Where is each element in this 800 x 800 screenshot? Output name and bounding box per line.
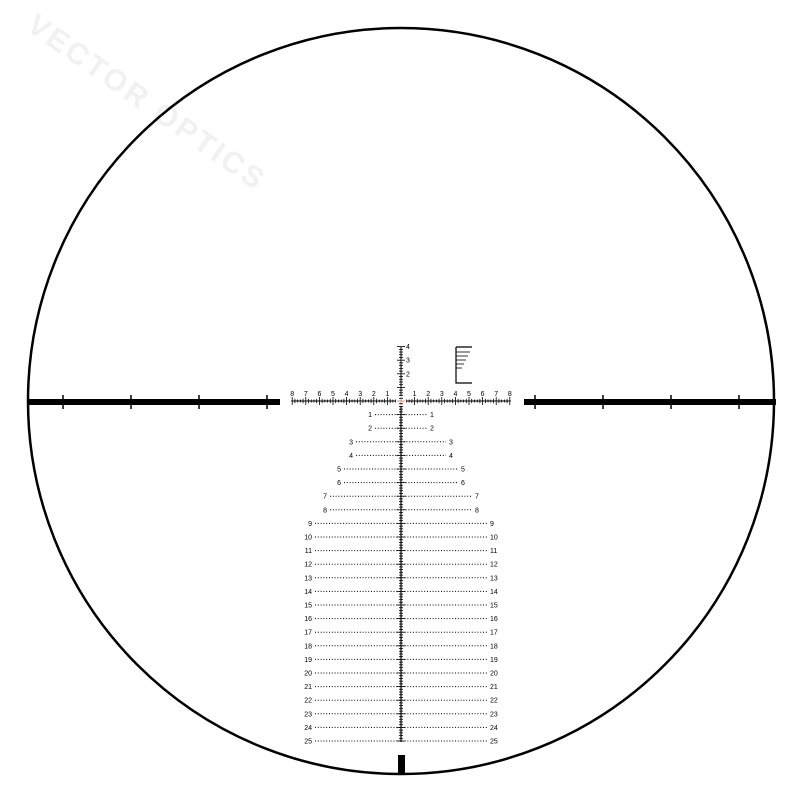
holdover-label-right: 6 [461,480,465,487]
holdover-label-left: 20 [304,671,312,678]
holdover-label-right: 5 [461,467,465,474]
horizontal-scale-label: 5 [331,391,335,398]
horizontal-scale-label: 6 [317,391,321,398]
left-thick-post [28,399,280,405]
holdover-label-right: 12 [490,562,498,569]
holdover-label-left: 8 [323,507,327,514]
holdover-label-left: 15 [304,603,312,610]
holdover-label-left: 7 [323,494,327,501]
horizontal-scale-label: 2 [372,391,376,398]
holdover-label-right: 22 [490,698,498,705]
holdover-label-left: 9 [308,521,312,528]
right-thick-post [524,399,776,405]
holdover-label-left: 10 [304,535,312,542]
holdover-label-left: 19 [304,657,312,664]
holdover-label-right: 14 [490,589,498,596]
holdover-label-left: 23 [304,711,312,718]
holdover-label-left: 5 [337,467,341,474]
holdover-label-right: 19 [490,657,498,664]
holdover-label-left: 6 [337,480,341,487]
holdover-label-right: 1 [430,412,434,419]
horizontal-scale-label: 3 [440,391,444,398]
holdover-label-left: 12 [304,562,312,569]
holdover-label-right: 24 [490,725,498,732]
holdover-label-right: 7 [475,494,479,501]
rangefinder-bracket [455,346,472,384]
horizontal-scale-label: 4 [345,391,349,398]
holdover-label-left: 21 [304,684,312,691]
holdover-label-right: 20 [490,671,498,678]
holdover-label-right: 4 [449,453,453,460]
horizontal-scale-label: 8 [508,391,512,398]
holdover-label-left: 1 [368,412,372,419]
holdover-label-left: 18 [304,643,312,650]
horizontal-scale-label: 3 [358,391,362,398]
holdover-label-right: 18 [490,643,498,650]
bottom-thick-post [398,755,405,775]
holdover-label-right: 13 [490,575,498,582]
holdover-label-right: 11 [490,548,497,555]
holdover-label-left: 2 [368,426,372,433]
holdover-label-right: 3 [449,439,453,446]
holdover-label-left: 17 [304,630,312,637]
holdover-label-left: 4 [349,453,353,460]
holdover-label-left: 16 [304,616,312,623]
holdover-label-right: 16 [490,616,498,623]
horizontal-scale-label: 2 [426,391,430,398]
vertical-scale-label: 2 [406,371,410,378]
holdover-label-right: 25 [490,739,498,746]
horizontal-scale-label: 6 [481,391,485,398]
holdover-label-left: 3 [349,439,353,446]
holdover-label-right: 23 [490,711,498,718]
holdover-label-right: 10 [490,535,498,542]
holdover-label-right: 21 [490,684,498,691]
holdover-label-left: 11 [305,548,312,555]
holdover-label-right: 17 [490,630,498,637]
vertical-scale-label: 4 [406,344,410,351]
horizontal-scale-label: 1 [413,391,417,398]
holdover-label-left: 13 [304,575,312,582]
holdover-label-right: 2 [430,426,434,433]
holdover-label-right: 15 [490,603,498,610]
horizontal-scale-label: 8 [290,391,294,398]
holdover-label-left: 25 [304,739,312,746]
horizontal-scale-label: 7 [494,391,498,398]
holdover-label-left: 24 [304,725,312,732]
holdover-label-left: 14 [304,589,312,596]
horizontal-scale-label: 1 [385,391,389,398]
holdover-label-right: 9 [490,521,494,528]
horizontal-scale-label: 4 [453,391,457,398]
holdover-label-right: 8 [475,507,479,514]
vertical-scale-label: 3 [406,358,410,365]
horizontal-scale-label: 5 [467,391,471,398]
holdover-label-left: 22 [304,698,312,705]
horizontal-scale-label: 7 [304,391,308,398]
